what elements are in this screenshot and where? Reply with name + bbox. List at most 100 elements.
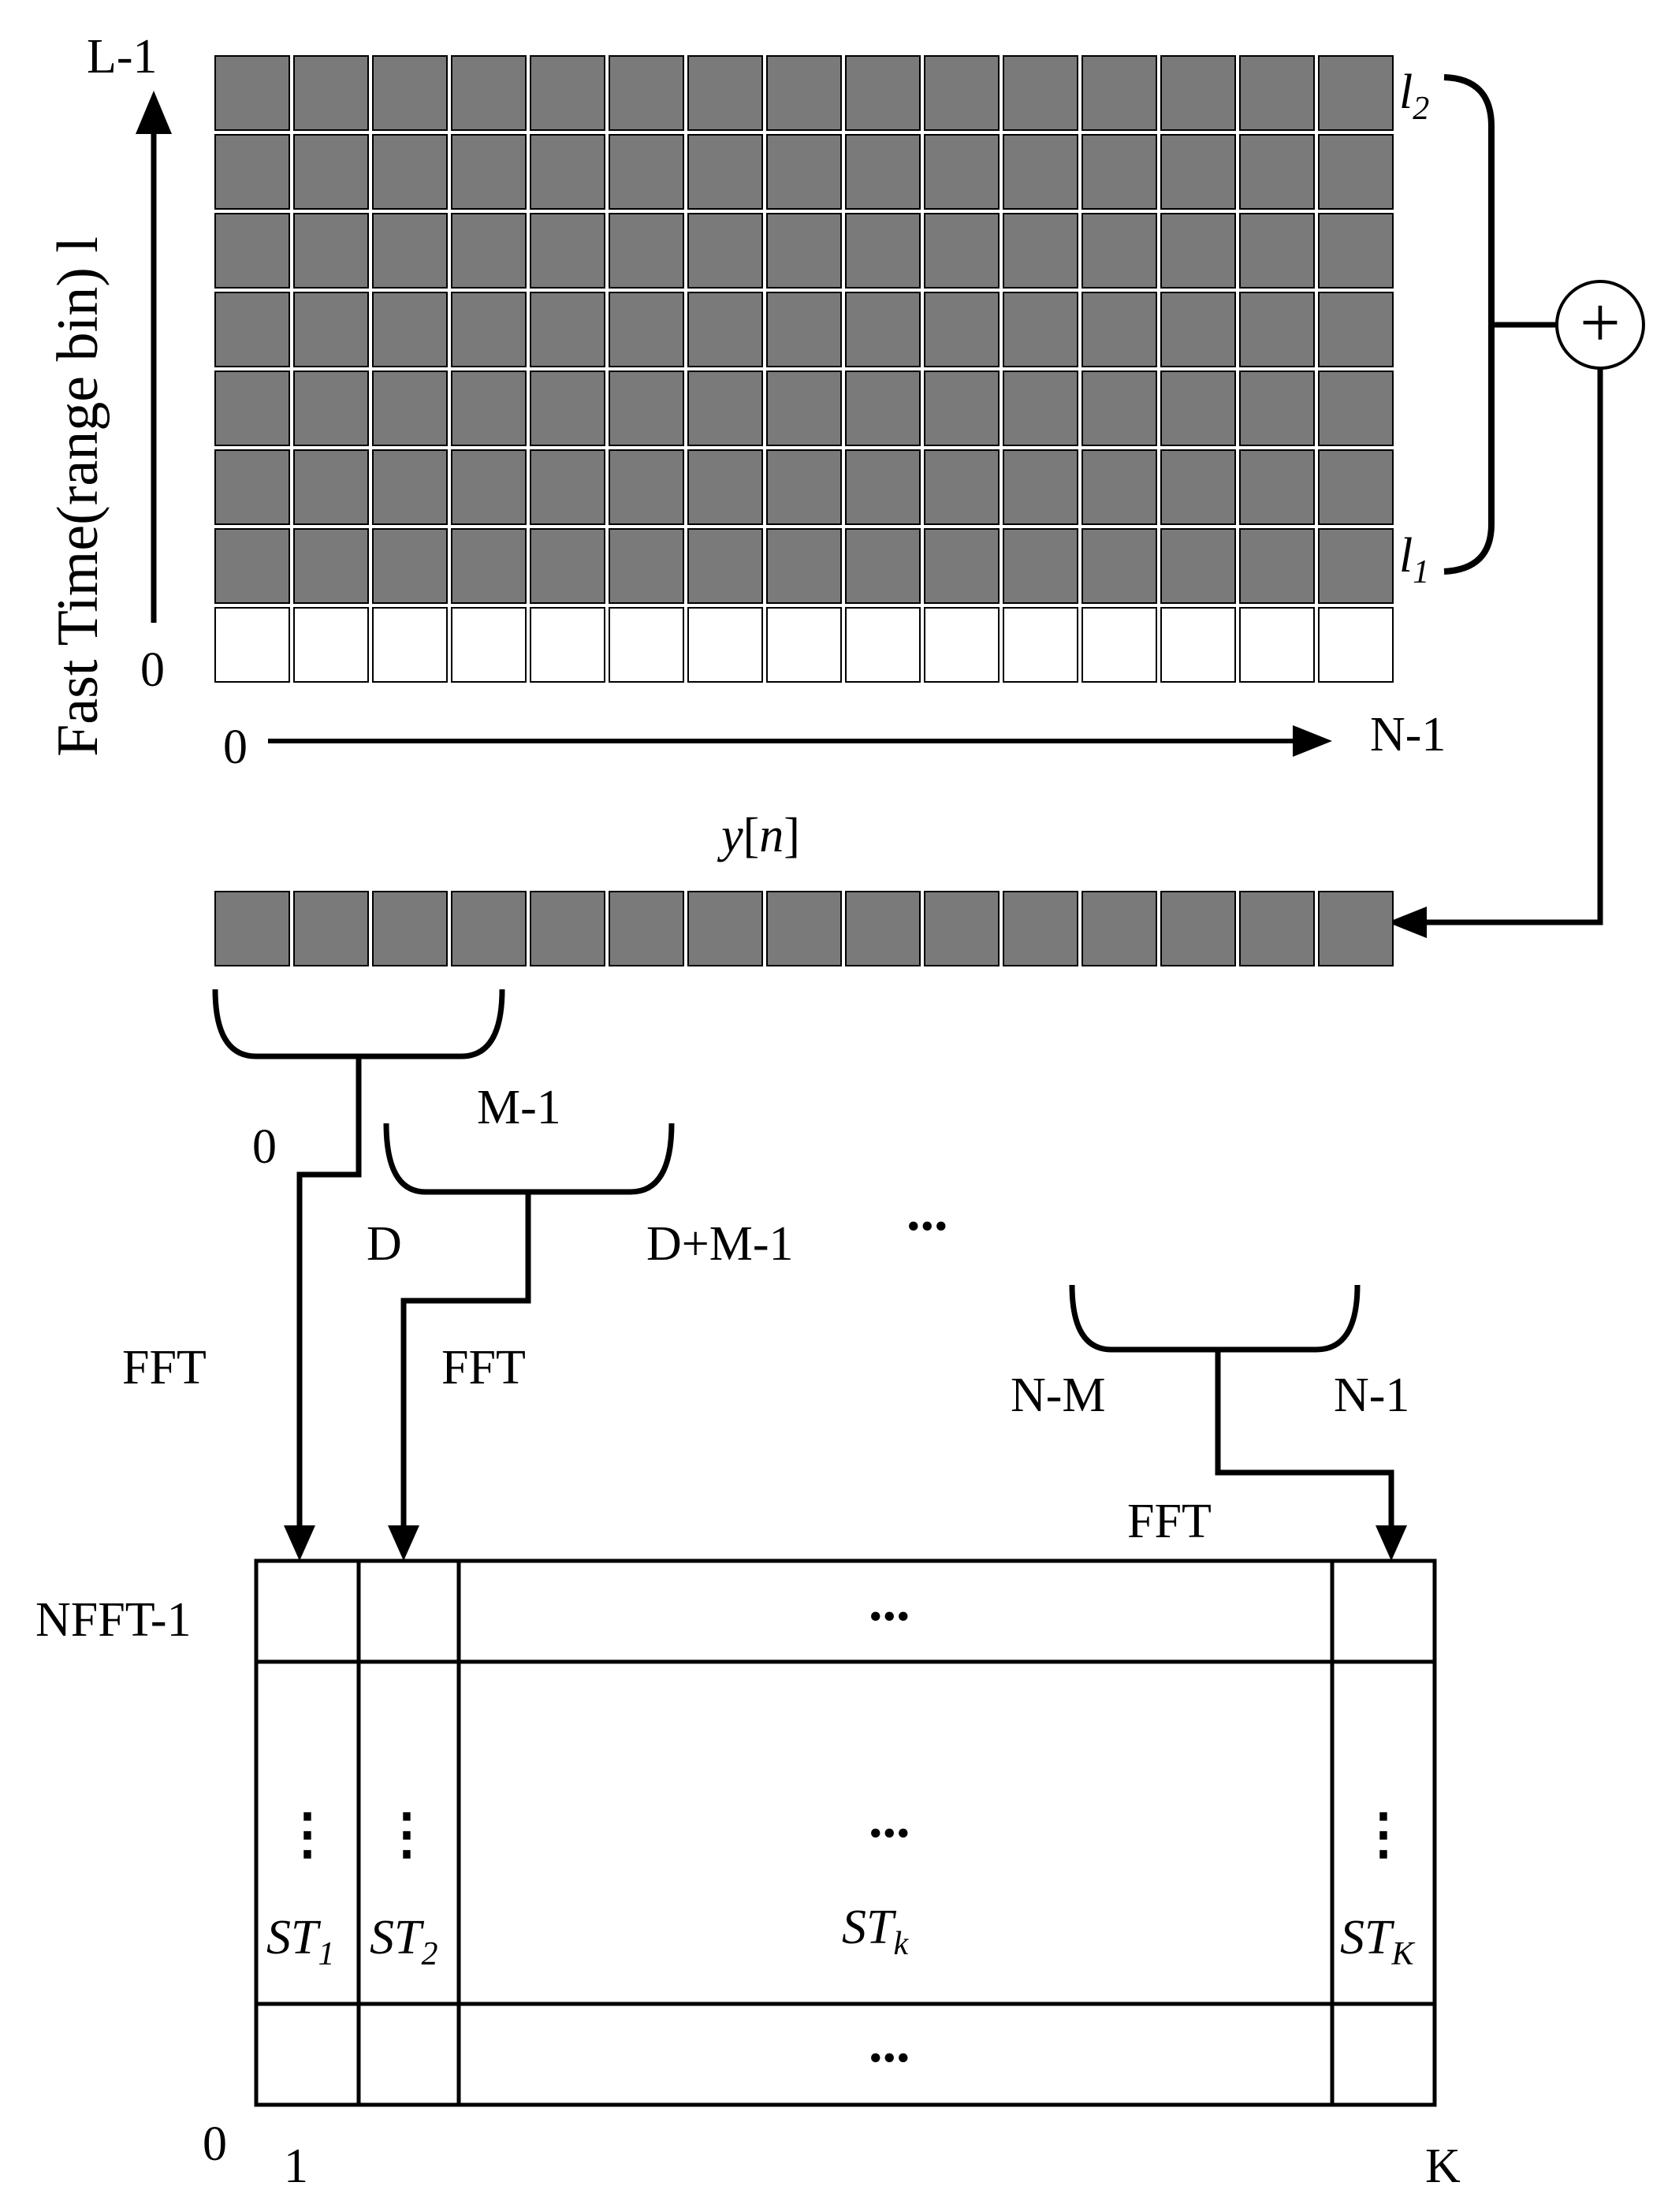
xaxis-start-label: 0 — [223, 721, 248, 774]
grid-cell — [924, 528, 1000, 604]
grid-cell — [530, 134, 605, 210]
grid-cell — [845, 607, 921, 683]
grid-cell — [924, 55, 1000, 131]
grid-cell — [1003, 607, 1078, 683]
grid-cell — [372, 528, 448, 604]
window-2-end: D+M-1 — [646, 1217, 794, 1271]
grid-cell — [1239, 134, 1315, 210]
grid-cell — [1239, 528, 1315, 604]
windows-ellipsis: ... — [907, 1182, 948, 1242]
grid-cell — [609, 528, 684, 604]
grid-cell — [1160, 449, 1236, 525]
grid-cell — [1081, 528, 1157, 604]
grid-cell — [1318, 213, 1394, 289]
grid-cell — [451, 449, 527, 525]
grid-cell — [214, 55, 290, 131]
signal-cell — [1160, 891, 1236, 966]
grid-cell — [451, 607, 527, 683]
grid-cell — [451, 292, 527, 367]
grid-cell — [214, 607, 290, 683]
window-2-connector — [400, 1192, 531, 1529]
yaxis-top-label: L-1 — [87, 30, 158, 84]
window-k-connector — [1215, 1350, 1394, 1529]
st1-vdots: ⋮ — [280, 1804, 335, 1865]
grid-cell — [687, 55, 763, 131]
window-k-end: N-1 — [1334, 1369, 1409, 1422]
grid-cell — [293, 55, 369, 131]
sum-to-signal-connector — [1419, 368, 1603, 925]
grid-cell — [845, 528, 921, 604]
grid-cell — [372, 292, 448, 367]
grid-cell — [845, 371, 921, 446]
grid-cell — [1003, 292, 1078, 367]
signal-cell — [845, 891, 921, 966]
grid-cell — [530, 55, 605, 131]
grid-cell — [530, 607, 605, 683]
grid-cell — [1239, 449, 1315, 525]
st2-vdots: ⋮ — [379, 1804, 434, 1865]
signal-cell — [1081, 891, 1157, 966]
window-k-bracket — [1069, 1284, 1361, 1353]
grid-cell — [1239, 213, 1315, 289]
signal-cell — [1003, 891, 1078, 966]
grid-cell — [1160, 213, 1236, 289]
grid-cell — [1160, 292, 1236, 367]
grid-cell — [924, 371, 1000, 446]
grid-cell — [1318, 292, 1394, 367]
sum-to-signal-arrowhead — [1387, 907, 1427, 938]
grid-cell — [687, 213, 763, 289]
grid-cell — [687, 528, 763, 604]
grid-cell — [1318, 55, 1394, 131]
grid-cell — [766, 371, 842, 446]
grid-cell — [293, 607, 369, 683]
grid-cell — [845, 449, 921, 525]
grid-cell — [687, 134, 763, 210]
st1-label: ST1 — [266, 1911, 334, 1972]
grid-cell — [1081, 213, 1157, 289]
grid-cell — [609, 449, 684, 525]
signal-cell — [451, 891, 527, 966]
grid-cell — [293, 528, 369, 604]
grid-cell — [609, 371, 684, 446]
grid-cell — [530, 371, 605, 446]
window-2-fft-label: FFT — [441, 1341, 526, 1395]
range-slow-time-grid — [214, 55, 1394, 683]
window-k-start: N-M — [1011, 1369, 1106, 1422]
grid-cell — [1318, 371, 1394, 446]
grid-cell — [609, 134, 684, 210]
grid-cell — [1003, 528, 1078, 604]
grid-cell — [214, 528, 290, 604]
spectrogram-matrix — [254, 1558, 1437, 2107]
stK-label: STK — [1340, 1911, 1415, 1972]
grid-cell — [1003, 449, 1078, 525]
grid-cell — [845, 292, 921, 367]
window-1-fft-label: FFT — [122, 1341, 207, 1395]
signal-cell — [766, 891, 842, 966]
grid-cell — [609, 607, 684, 683]
signal-cell — [1318, 891, 1394, 966]
signal-cell — [214, 891, 290, 966]
grid-cell — [1160, 371, 1236, 446]
window-2-arrowhead — [388, 1525, 419, 1561]
signal-cell — [687, 891, 763, 966]
summed-signal-row — [214, 891, 1394, 966]
grid-cell — [687, 607, 763, 683]
range-mark-upper: l2 — [1399, 65, 1429, 127]
grid-cell — [451, 134, 527, 210]
matrix-col-first-label: 1 — [284, 2139, 308, 2193]
grid-cell — [766, 607, 842, 683]
matrix-row-bottom-label: 0 — [203, 2117, 227, 2171]
grid-cell — [766, 449, 842, 525]
grid-cell — [1081, 292, 1157, 367]
grid-cell — [293, 292, 369, 367]
grid-cell — [687, 449, 763, 525]
grid-cell — [845, 55, 921, 131]
st2-label: ST2 — [370, 1911, 437, 1972]
grid-cell — [530, 213, 605, 289]
grid-cell — [372, 55, 448, 131]
grid-cell — [214, 449, 290, 525]
grid-cell — [293, 371, 369, 446]
grid-cell — [766, 55, 842, 131]
grid-cell — [924, 449, 1000, 525]
grid-cell — [609, 55, 684, 131]
